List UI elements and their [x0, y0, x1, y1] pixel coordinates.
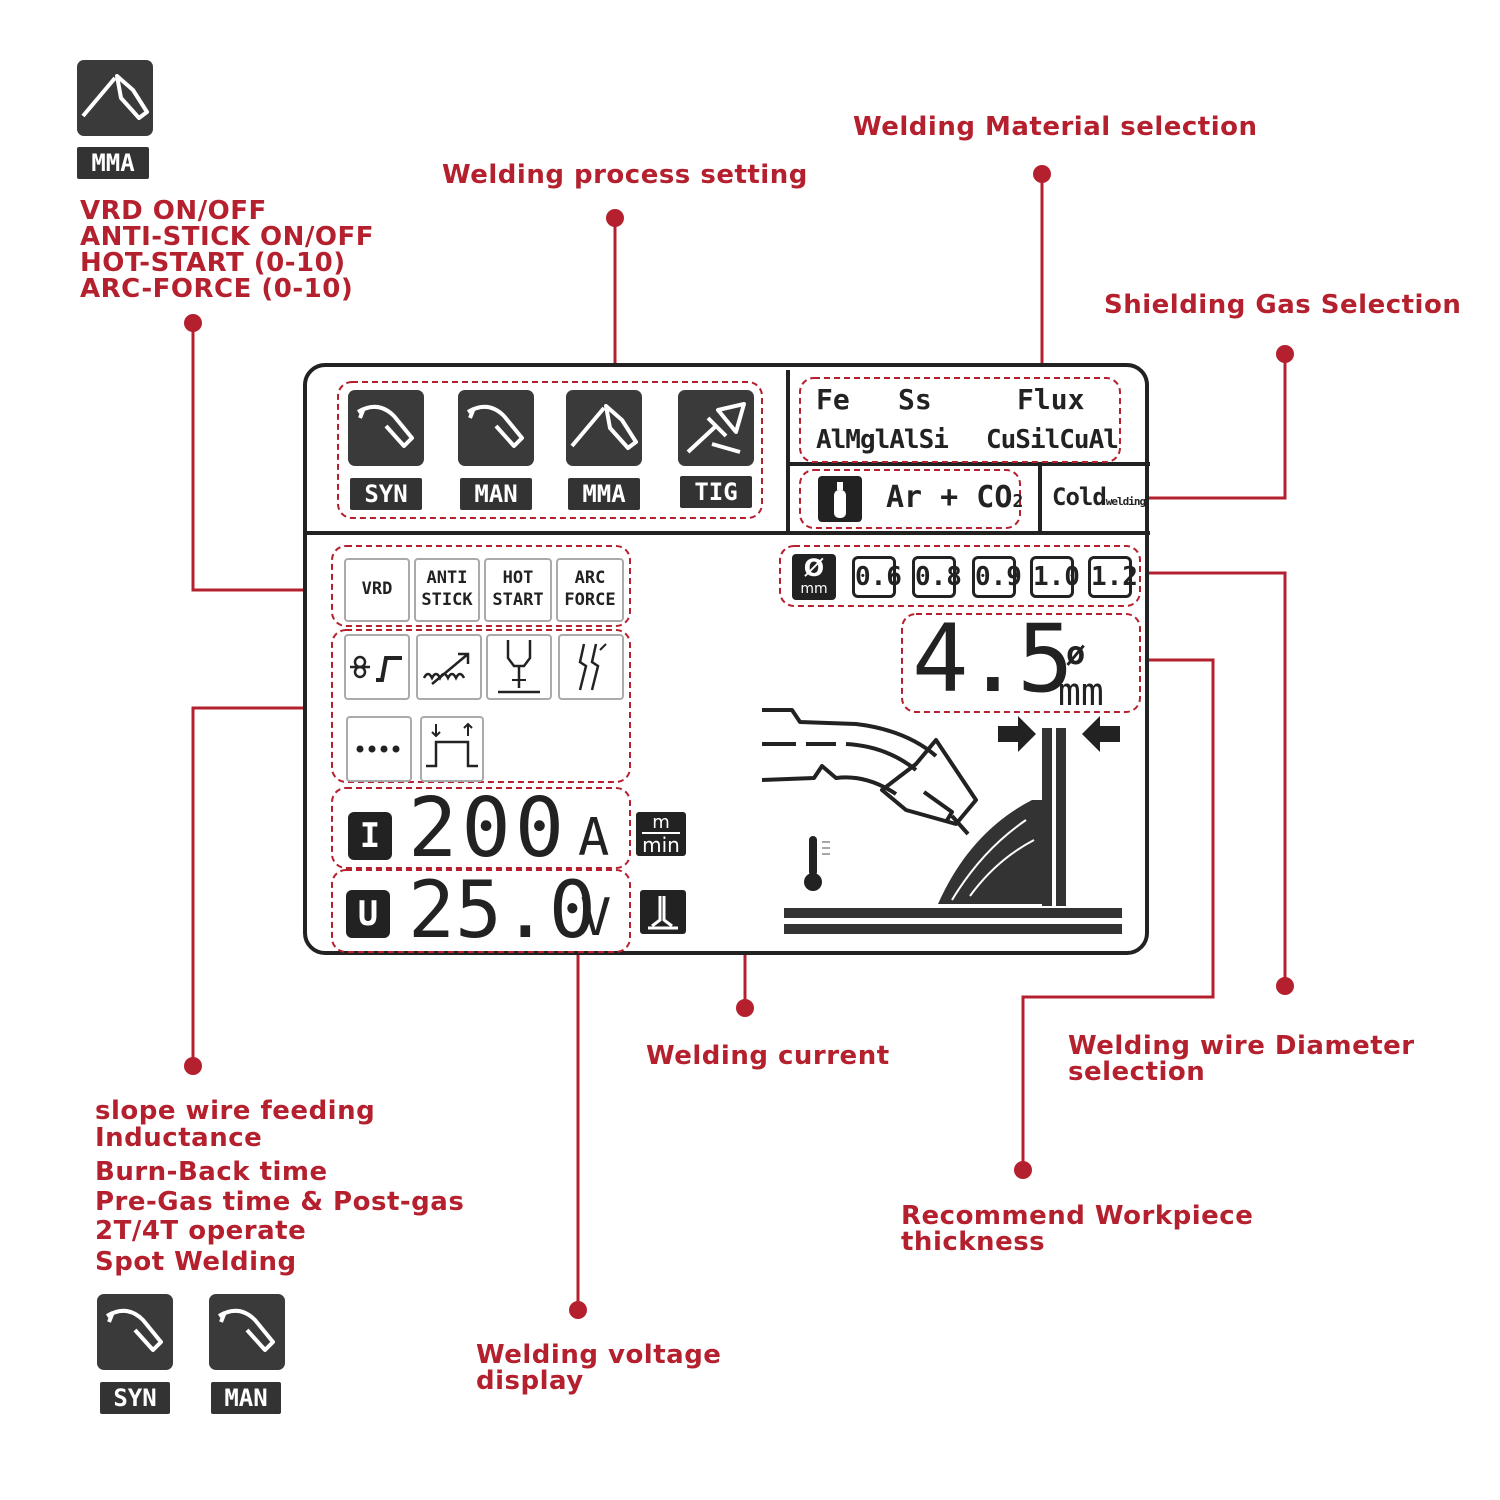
slope-wire-feed-icon[interactable] [344, 634, 410, 700]
voltage-value: 25.0 [408, 866, 596, 956]
mma-mode-icon[interactable] [566, 390, 642, 466]
voltage-symbol: U [346, 890, 390, 938]
thickness-unit: mm [1058, 670, 1104, 714]
syn-mode-icon[interactable] [348, 390, 424, 466]
arc-force-option[interactable]: ARC FORCE [556, 558, 624, 622]
material-cusi-cual[interactable]: CuSilCuAl [986, 425, 1119, 455]
thickness-value: 4.5 [912, 605, 1074, 714]
syn-badge: SYN [100, 1382, 170, 1414]
vrd-option[interactable]: VRD [344, 558, 410, 622]
wire-diameter-0-8[interactable]: 0.8 [912, 556, 962, 598]
hot-start-option[interactable]: HOT START [484, 558, 552, 622]
gas-time-icon[interactable] [558, 634, 624, 700]
voltage-unit: V [580, 888, 612, 948]
material-ss[interactable]: Ss [898, 383, 932, 416]
gas-mix[interactable]: Ar + CO2 [886, 480, 1024, 515]
wire-diameter-0-6[interactable]: 0.6 [852, 556, 902, 598]
material-flux[interactable]: Flux [1017, 383, 1085, 416]
current-unit: A [578, 808, 610, 868]
current-symbol: I [348, 812, 392, 860]
mma-features-text: VRD ON/OFF ANTI-STICK ON/OFF HOT-START (… [80, 196, 374, 304]
material-callout: Welding Material selection [853, 112, 1258, 142]
material-almg-alsi[interactable]: AlMglAlSi [816, 425, 949, 455]
man-mode-label: MAN [460, 478, 532, 510]
burn-back-icon[interactable] [486, 634, 552, 700]
welding-torch-illustration [761, 708, 1122, 934]
mma-badge: MMA [77, 147, 149, 179]
man-mode-icon[interactable] [458, 390, 534, 466]
gas-callout: Shielding Gas Selection [1104, 290, 1462, 320]
current-value: 200 [408, 781, 569, 876]
current-callout: Welding current [646, 1041, 890, 1071]
torch-voltage-icon [640, 890, 686, 934]
spot-weld-icon[interactable] [346, 716, 412, 782]
voltage-callout: Welding voltage display [476, 1340, 722, 1396]
tig-mode-label: TIG [680, 476, 752, 508]
tig-mode-icon[interactable] [678, 390, 754, 466]
process-callout: Welding process setting [442, 160, 808, 190]
syn-tile-icon [97, 1294, 173, 1370]
wire-diameter-0-9[interactable]: 0.9 [972, 556, 1022, 598]
wire-diameter-1-0[interactable]: 1.0 [1030, 556, 1080, 598]
wire-diameter-1-2[interactable]: 1.2 [1088, 556, 1138, 598]
gas-cylinder-icon [818, 476, 862, 522]
mma-mode-label: MMA [568, 478, 640, 510]
mig-features-text: slope wire feeding Inductance Burn-Back … [95, 1096, 465, 1277]
wire-speed-unit: m min [636, 812, 686, 856]
syn-mode-label: SYN [350, 478, 422, 510]
man-badge: MAN [211, 1382, 281, 1414]
man-tile-icon [209, 1294, 285, 1370]
2t-4t-icon[interactable] [420, 716, 484, 782]
diameter-symbol-icon: Ø mm [792, 554, 836, 600]
material-fe[interactable]: Fe [816, 383, 850, 416]
mma-tile-icon [77, 60, 153, 136]
cold-welding-mode[interactable]: Coldwelding [1052, 483, 1146, 511]
thickness-callout: Recommend Workpiece thickness [901, 1201, 1254, 1257]
wire-diameter-callout: Welding wire Diameter selection [1068, 1031, 1415, 1087]
anti-stick-option[interactable]: ANTI STICK [414, 558, 480, 622]
thermometer-icon [804, 836, 830, 891]
thickness-symbol: ø [1066, 634, 1086, 672]
inductance-icon[interactable] [416, 634, 482, 700]
